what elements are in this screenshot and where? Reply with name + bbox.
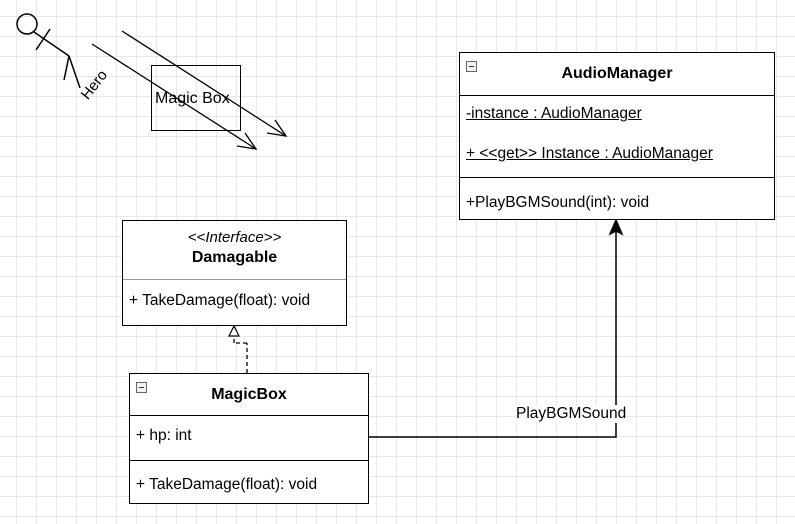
audio-manager-class[interactable]: AudioManager -instance : AudioManager + … <box>459 52 775 220</box>
realization-arrowhead <box>228 324 240 337</box>
audio-manager-attributes: -instance : AudioManager + <<get>> Insta… <box>460 95 774 177</box>
realization-connector[interactable] <box>228 324 248 373</box>
damagable-header: <<Interface>> Damagable <box>123 221 346 279</box>
audio-manager-methods: +PlayBGMSound(int): void <box>460 177 774 221</box>
actor-figure[interactable] <box>16 13 81 89</box>
magic-box-attributes: + hp: int <box>130 415 368 460</box>
actor-arrow-lower[interactable] <box>91 43 258 150</box>
attribute-hp: + hp: int <box>136 427 192 444</box>
method-play-bgm-sound: +PlayBGMSound(int): void <box>466 194 650 211</box>
actor-leg-left <box>63 55 70 81</box>
magic-box-note[interactable] <box>151 65 241 131</box>
association-arrowhead <box>608 218 624 236</box>
magic-box-header: MagicBox <box>130 374 368 415</box>
attribute-instance: -instance : AudioManager <box>466 105 642 122</box>
actor-body <box>33 31 70 57</box>
interface-stereotype: <<Interface>> <box>187 229 282 246</box>
damagable-interface[interactable]: <<Interface>> Damagable + TakeDamage(flo… <box>122 220 347 326</box>
magic-box-class[interactable]: MagicBox + hp: int + TakeDamage(float): … <box>129 373 369 504</box>
actor-leg-right <box>68 55 81 89</box>
association-connector[interactable] <box>369 218 624 438</box>
association-label: PlayBGMSound <box>516 405 627 423</box>
attribute-instance-property: + <<get>> Instance : AudioManager <box>466 145 713 162</box>
actor-head <box>16 13 38 35</box>
class-name: MagicBox <box>211 386 287 403</box>
actor-arms <box>35 28 51 51</box>
magic-box-note-label: Magic Box <box>155 90 230 107</box>
class-name: AudioManager <box>561 65 673 82</box>
method-take-damage: + TakeDamage(float): void <box>136 476 318 493</box>
interface-name: Damagable <box>191 249 278 266</box>
collapse-toggle-icon[interactable] <box>466 61 477 72</box>
damagable-methods: + TakeDamage(float): void <box>123 279 346 324</box>
audio-manager-header: AudioManager <box>460 53 774 95</box>
collapse-toggle-icon[interactable] <box>136 382 147 393</box>
actor-arrow-upper[interactable] <box>121 30 288 137</box>
magic-box-methods: + TakeDamage(float): void <box>130 460 368 503</box>
method-take-damage: + TakeDamage(float): void <box>129 292 311 309</box>
